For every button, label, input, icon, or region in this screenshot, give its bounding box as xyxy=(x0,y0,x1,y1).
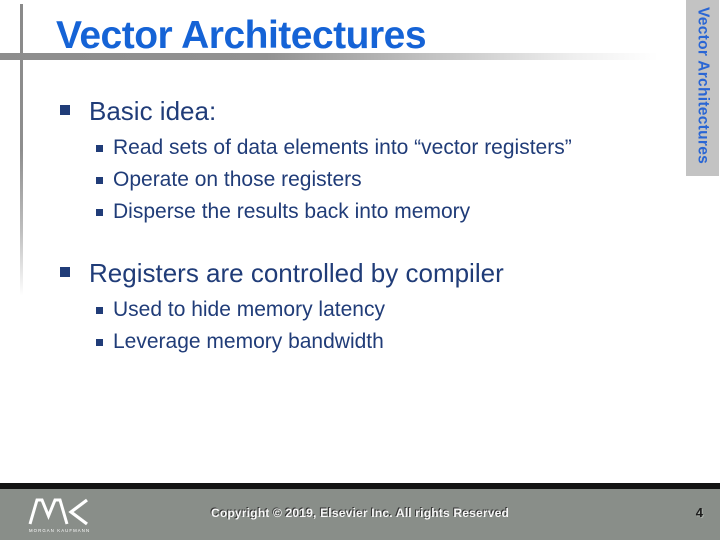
level1-label: Registers are controlled by compiler xyxy=(89,258,504,288)
level1-label: Basic idea: xyxy=(89,96,217,126)
bullet-square-icon xyxy=(96,209,103,216)
sublist: Used to hide memory latency Leverage mem… xyxy=(96,294,658,358)
bullet-square-icon xyxy=(60,267,70,277)
sidebar-vertical-title: Vector Architectures xyxy=(694,7,712,165)
level2-item: Operate on those registers xyxy=(96,164,658,196)
left-accent-line xyxy=(20,4,23,296)
bullet-square-icon xyxy=(96,307,103,314)
sidebar-strip: Vector Architectures xyxy=(686,0,719,176)
level2-item: Read sets of data elements into “vector … xyxy=(96,132,658,164)
bullet-block-registers: Registers are controlled by compiler Use… xyxy=(58,258,658,358)
bullet-square-icon xyxy=(60,105,70,115)
level2-label: Operate on those registers xyxy=(113,168,362,191)
slide-title: Vector Architectures xyxy=(56,14,427,57)
level2-label: Disperse the results back into memory xyxy=(113,200,471,223)
page-number: 4 xyxy=(695,505,703,520)
title-underline-rule xyxy=(0,53,700,60)
footer-divider xyxy=(0,483,720,489)
logo-wordmark: MORGAN KAUFMANN xyxy=(29,528,90,533)
morgan-kaufmann-logo-icon: MORGAN KAUFMANN xyxy=(28,498,90,533)
level2-label: Used to hide memory latency xyxy=(113,298,385,321)
level2-item: Leverage memory bandwidth xyxy=(96,326,658,358)
level2-item: Disperse the results back into memory xyxy=(96,196,658,228)
level1-item: Basic idea: xyxy=(58,96,658,126)
bullet-square-icon xyxy=(96,145,103,152)
level1-item: Registers are controlled by compiler xyxy=(58,258,658,288)
bullet-square-icon xyxy=(96,339,103,346)
level2-label: Read sets of data elements into “vector … xyxy=(113,136,572,159)
footer-bar: MORGAN KAUFMANN Copyright © 2019, Elsevi… xyxy=(0,489,720,540)
bullet-block-basic-idea: Basic idea: Read sets of data elements i… xyxy=(58,96,658,228)
level2-item: Used to hide memory latency xyxy=(96,294,658,326)
level2-label: Leverage memory bandwidth xyxy=(113,330,384,353)
copyright-text: Copyright © 2019, Elsevier Inc. All righ… xyxy=(210,506,510,520)
bullet-square-icon xyxy=(96,177,103,184)
sublist: Read sets of data elements into “vector … xyxy=(96,132,658,228)
